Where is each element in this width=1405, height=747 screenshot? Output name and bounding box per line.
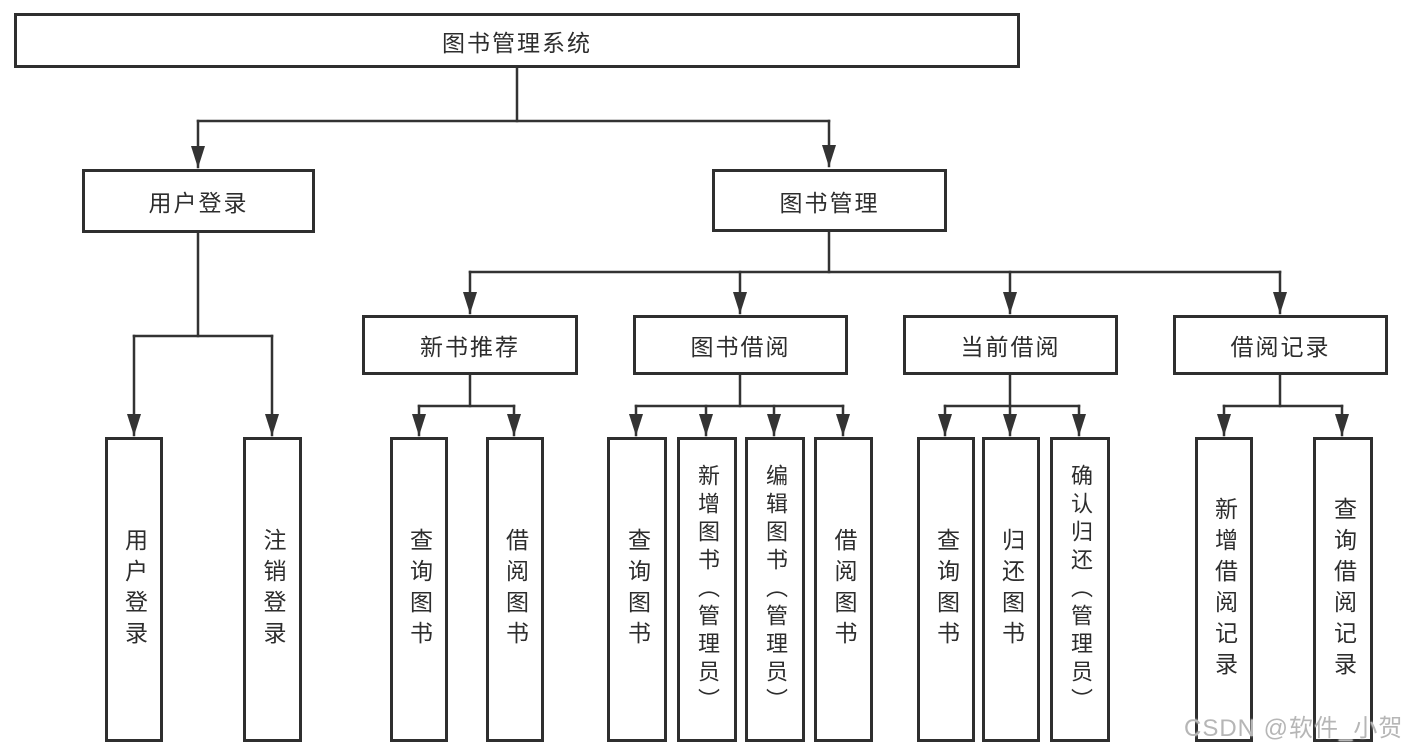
node-cb-query-books: 查询图书 <box>917 437 975 742</box>
node-cb-return-books: 归还图书 <box>982 437 1040 742</box>
node-book-borrowing: 图书借阅 <box>633 315 848 375</box>
csdn-watermark: CSDN @软件_小贺同学 <box>1184 715 1405 742</box>
node-label: 借阅记录 <box>1230 334 1331 360</box>
node-label: 确认归还（管理员） <box>1068 463 1093 716</box>
node-borrowing-records: 借阅记录 <box>1173 315 1388 375</box>
node-library-management-system: 图书管理系统 <box>14 13 1020 68</box>
node-cb-confirm-return-admin: 确认归还（管理员） <box>1050 437 1110 742</box>
node-bb-borrow-books: 借阅图书 <box>814 437 873 742</box>
node-label: 查询图书 <box>933 527 960 652</box>
node-label: 用户登录 <box>121 527 148 652</box>
node-label: 编辑图书（管理员） <box>763 463 788 716</box>
node-br-add-record: 新增借阅记录 <box>1195 437 1253 742</box>
node-nbr-query-books: 查询图书 <box>390 437 448 742</box>
node-book-management: 图书管理 <box>712 169 947 232</box>
node-label: 查询图书 <box>406 527 433 652</box>
node-label: 图书管理系统 <box>442 29 592 56</box>
node-logout-login: 注销登录 <box>243 437 302 742</box>
node-label: 图书管理 <box>779 189 880 216</box>
node-label: 查询借阅记录 <box>1330 496 1357 683</box>
node-label: 当前借阅 <box>960 334 1061 360</box>
node-new-book-recommend: 新书推荐 <box>362 315 578 375</box>
node-label: 新增图书（管理员） <box>695 463 720 716</box>
node-user-login-group: 用户登录 <box>82 169 315 233</box>
node-label: 借阅图书 <box>831 527 857 652</box>
node-current-borrowing: 当前借阅 <box>903 315 1118 375</box>
node-label: 归还图书 <box>998 527 1025 652</box>
node-label: 图书借阅 <box>690 334 791 360</box>
node-label: 新增借阅记录 <box>1211 496 1238 683</box>
node-bb-add-books-admin: 新增图书（管理员） <box>677 437 737 742</box>
node-label: 用户登录 <box>148 190 249 216</box>
node-label: 查询图书 <box>624 527 651 652</box>
node-label: 借阅图书 <box>502 527 529 652</box>
node-bb-edit-books-admin: 编辑图书（管理员） <box>745 437 805 742</box>
node-user-login: 用户登录 <box>105 437 163 742</box>
node-nbr-borrow-books: 借阅图书 <box>486 437 544 742</box>
node-bb-query-books: 查询图书 <box>607 437 667 742</box>
node-br-query-record: 查询借阅记录 <box>1313 437 1373 742</box>
node-label: 新书推荐 <box>420 334 520 360</box>
node-label: 注销登录 <box>260 527 286 652</box>
